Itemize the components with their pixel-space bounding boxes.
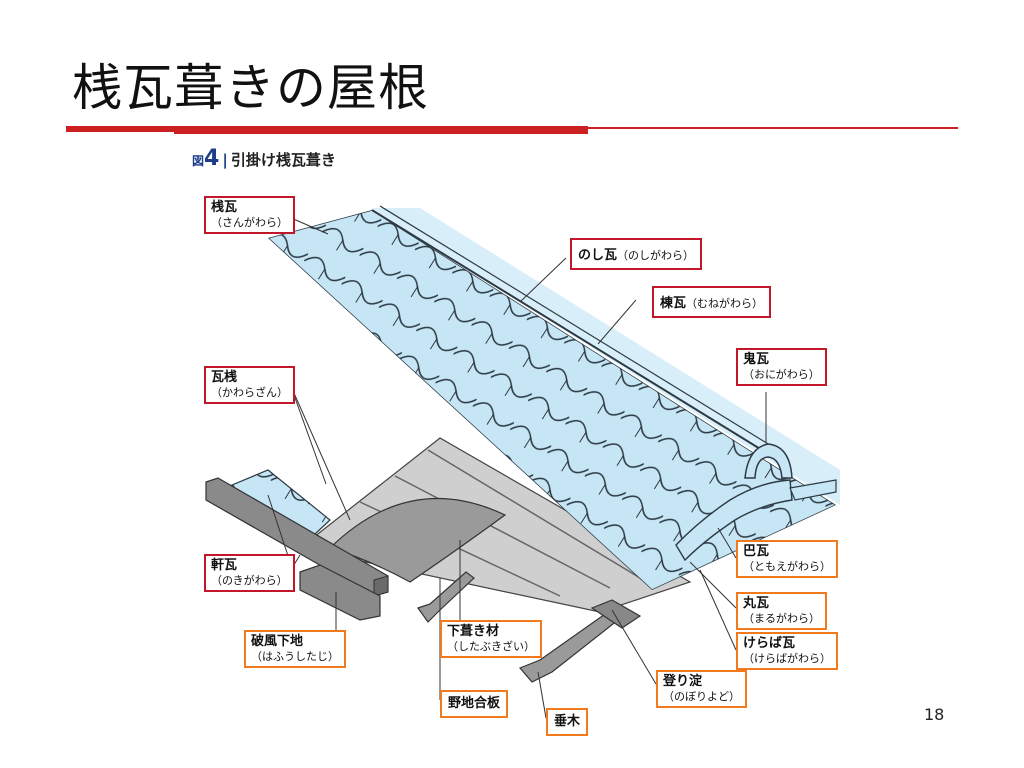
callout-kawarazan: 瓦桟 （かわらざん） [204,366,295,404]
barge-board-end [373,575,389,597]
callout-munegawara: 棟瓦（むねがわら） [652,286,772,319]
callout-noborimoya: 登り淀 （のぼりよど） [656,670,747,708]
plywood-arc [328,498,507,583]
verge-board [590,599,642,629]
slide-title: 桟瓦葺きの屋根 [72,59,429,117]
ridge-line [371,209,771,456]
title-underline-notch [66,132,174,135]
callout-hafushitaji: 破風下地 （はふうしたじ） [244,630,346,668]
callout-onigawara: 鬼瓦 （おにがわら） [736,348,827,386]
callout-nojigouban: 野地合板 [440,690,509,719]
underlay-line [394,475,611,589]
ridge-extension [789,479,837,501]
callout-taruki: 垂木 [546,708,589,737]
figure-number: 図4 [192,146,220,171]
title-underline-thick [66,126,588,134]
callout-noshigawara: のし瓦（のしがわら） [570,238,703,271]
page-number: 18 [924,705,945,724]
callout-kerabagawara: けらば瓦 （けらばがわら） [736,632,838,670]
callout-marugawara: 丸瓦 （まるがわら） [736,592,827,630]
fascia-post [299,564,381,621]
ridge-line [379,205,779,451]
callout-nokigawara: 軒瓦 （のきがわら） [204,554,295,592]
title-underline-thin [588,127,958,129]
callout-sangawara: 桟瓦 （さんがわら） [204,196,295,234]
leader-lines [267,213,767,719]
figure-caption: 図4|引掛け桟瓦葺き [192,146,336,171]
callout-shitabukizai: 下葺き材 （したぶきざい） [440,620,542,658]
onigawara-shape [744,443,793,479]
callout-tomoegawara: 巴瓦 （ともえがわら） [736,540,838,578]
figure-title: 引掛け桟瓦葺き [230,151,336,169]
underlay-line [427,449,651,585]
